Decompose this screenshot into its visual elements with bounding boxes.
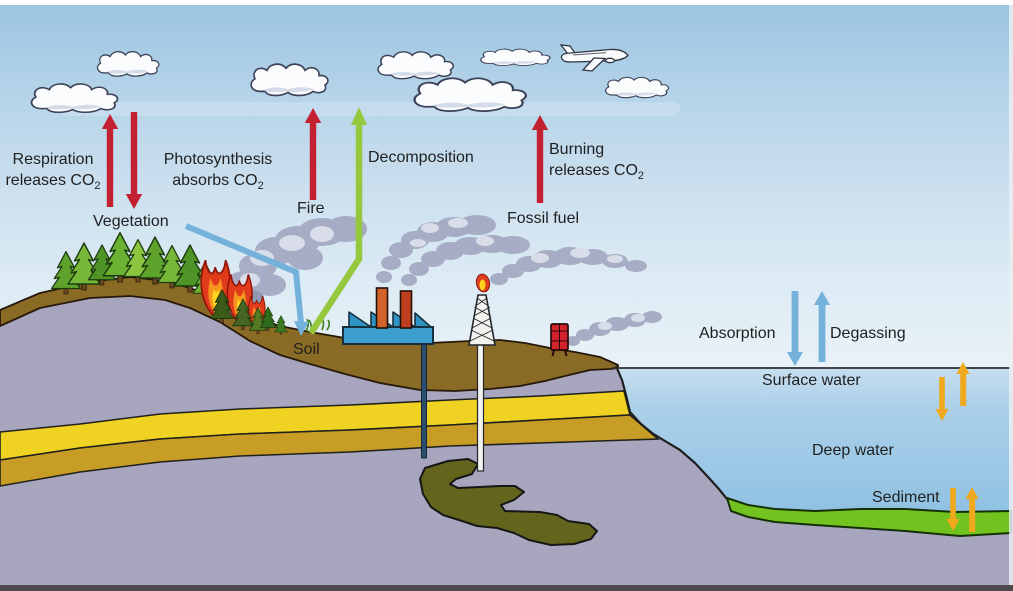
cloud: [377, 51, 455, 80]
vegetation-to-soil-arrow: [184, 223, 309, 336]
absorption-arrow: [787, 291, 803, 366]
deep-to-sediment-arrow: [946, 488, 960, 531]
burning-arrow: [531, 115, 549, 203]
label-photosynthesis: Photosynthesis absorbs CO2: [163, 151, 273, 193]
cloud: [96, 51, 160, 77]
label-fossil-fuel: Fossil fuel: [507, 210, 580, 227]
label-sediment: Sediment: [872, 489, 940, 506]
cloud: [250, 63, 329, 97]
label-deep-water: Deep water: [812, 442, 894, 459]
sediment-to-deep-arrow: [965, 487, 979, 532]
label-absorption: Absorption: [699, 325, 776, 342]
flux-arrows: [101, 107, 979, 532]
label-photosynthesis-line1: Photosynthesis: [163, 151, 273, 168]
cloud: [604, 76, 670, 99]
drill-pipe: [476, 344, 485, 472]
factory-smoke: [376, 215, 530, 286]
label-vegetation: Vegetation: [93, 213, 169, 230]
bottom-edge: [0, 585, 1013, 591]
label-burning-line2: releases CO: [549, 162, 638, 179]
deep-to-surface-arrow: [956, 362, 970, 406]
underwater-slope-outline: [614, 365, 728, 500]
factory-chimney: [399, 290, 413, 329]
factory-pipe: [421, 343, 427, 459]
sky-haze: [60, 102, 680, 116]
label-burning-line1: Burning: [549, 141, 605, 158]
label-surface-water: Surface water: [762, 372, 861, 389]
oil-deposit: [419, 458, 598, 546]
strata-ochre-band: [0, 414, 661, 487]
right-edge: [1009, 5, 1013, 585]
respiration-arrow: [101, 114, 119, 207]
label-photosynthesis-line2: absorbs CO: [172, 172, 258, 189]
oil-barrel: [550, 323, 569, 357]
label-soil: Soil: [293, 341, 320, 358]
cloud: [30, 83, 119, 114]
label-burning: Burning releases CO2: [549, 141, 645, 183]
cloud: [413, 77, 527, 113]
factory: [342, 287, 434, 345]
label-degassing: Degassing: [830, 325, 906, 342]
barrel-smoke: [566, 311, 662, 346]
label-decomposition: Decomposition: [368, 149, 474, 166]
label-respiration-line1: Respiration: [12, 151, 94, 168]
oil-derrick: [468, 273, 496, 346]
contrail-cloud: [480, 48, 551, 67]
factory-chimney: [375, 287, 389, 329]
surface-to-deep-arrow: [935, 377, 949, 421]
degassing-arrow: [814, 291, 830, 362]
flare-smoke: [490, 247, 647, 285]
photosynthesis-arrow: [125, 112, 143, 209]
label-fire: Fire: [297, 200, 325, 217]
label-respiration: Respiration releases CO2: [5, 151, 101, 193]
decomposition-arrow: [308, 107, 367, 335]
airplane: [559, 44, 629, 72]
label-respiration-line2: releases CO: [5, 172, 95, 189]
fire-arrow: [304, 108, 322, 200]
